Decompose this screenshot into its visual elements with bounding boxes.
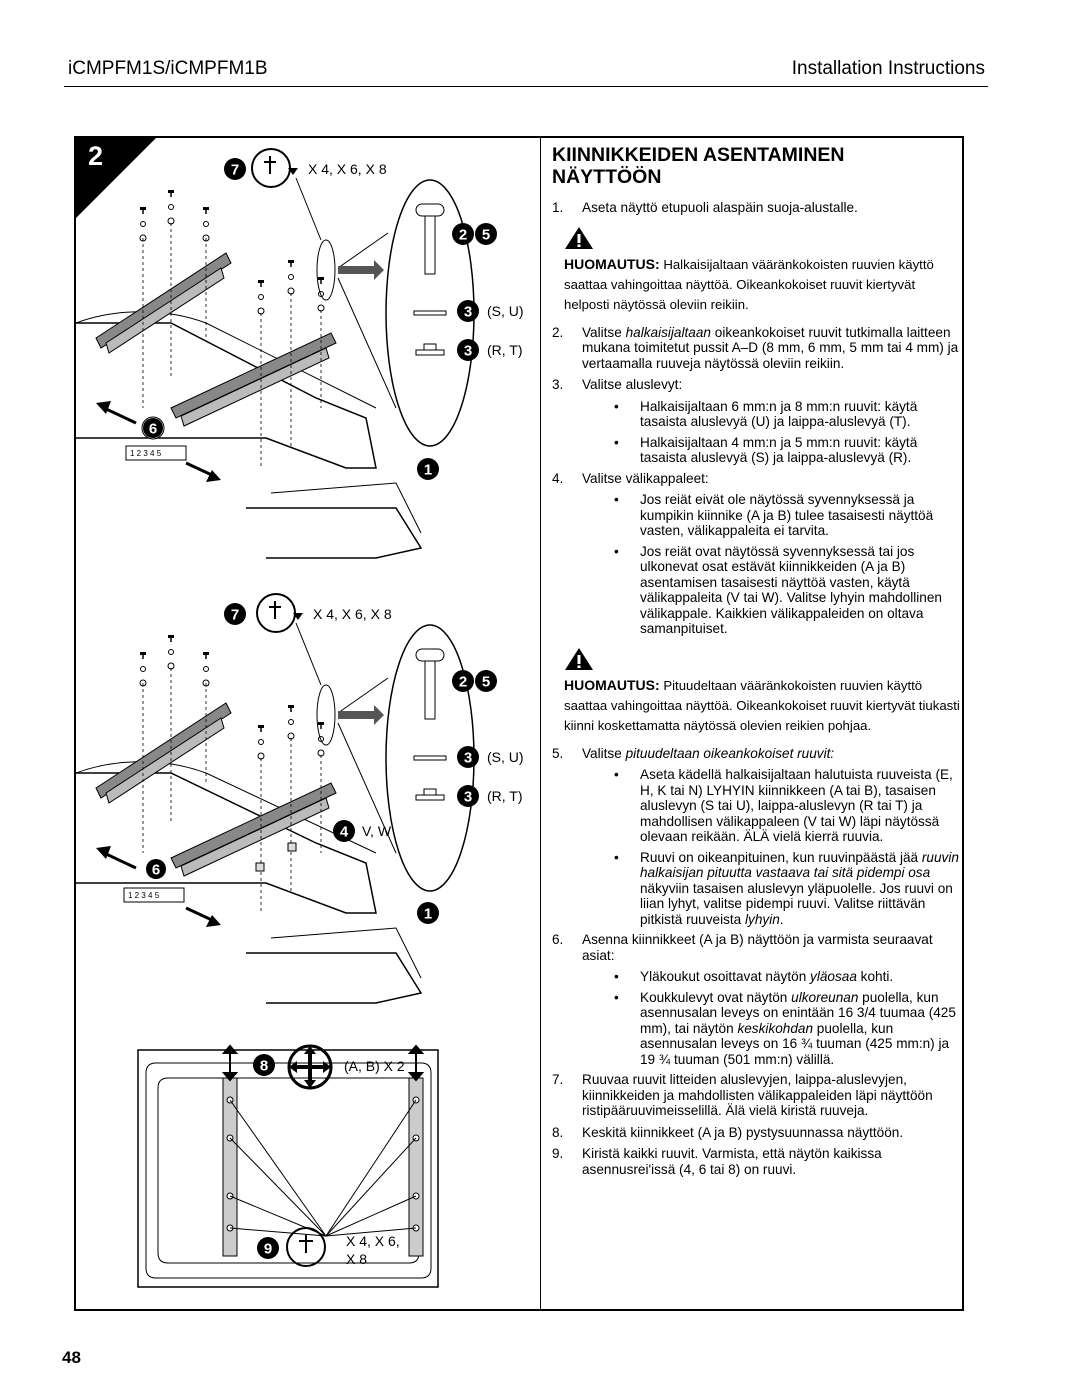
- top-panel-drawing: 1 2 3 4 5: [76, 148, 475, 559]
- instructions-column: KIINNIKKEIDEN ASENTAMINEN NÄYTTÖÖN 1.Ase…: [552, 144, 962, 1183]
- step-corner-triangle: [76, 138, 156, 218]
- ruler-label: 1 2 3 4 5: [130, 449, 162, 458]
- step-7: 7.Ruuvaa ruuvit litteiden aluslevyjen, l…: [552, 1072, 933, 1118]
- badge-1-middle: 1: [424, 906, 432, 923]
- badge-3b: 3: [464, 343, 472, 360]
- caution-diameter: HUOMAUTUS: Halkaisijaltaan vääränkokoist…: [564, 226, 962, 315]
- step-6-bullet-1: •Yläkoukut osoittavat näytön yläosaa koh…: [614, 969, 894, 984]
- badge-7: 7: [231, 162, 239, 179]
- header-rule: [64, 86, 988, 87]
- badge-9: 9: [264, 1241, 272, 1258]
- column-divider: [540, 136, 541, 1311]
- middle-panel-drawing: 1 2 3 4 5: [76, 593, 475, 1004]
- ruler-label-middle: 1 2 3 4 5: [128, 891, 160, 900]
- top-label-7: X 4, X 6, X 8: [308, 161, 387, 177]
- step-3: 3.Valitse aluslevyt:: [552, 377, 683, 392]
- badge-7-middle: 7: [231, 607, 239, 624]
- section-title: KIINNIKKEIDEN ASENTAMINEN NÄYTTÖÖN: [552, 144, 962, 188]
- bottom-panel-drawing: [137, 1044, 439, 1288]
- badge-8: 8: [260, 1058, 268, 1075]
- badge-2: 2: [459, 227, 467, 244]
- middle-label-4: V, W: [362, 823, 392, 839]
- middle-label-3b: (R, T): [487, 788, 523, 804]
- badge-4: 4: [340, 824, 349, 841]
- step-9: 9.Kiristä kaikki ruuvit. Varmista, että …: [552, 1146, 882, 1177]
- step-number: 2: [88, 141, 104, 171]
- step-6: 6.Asenna kiinnikkeet (A ja B) näyttöön j…: [552, 932, 933, 963]
- installation-illustration: 1 2 3 4 5 7 X 4, X 6, X 8 2 5 3 (S, U) 3…: [76, 148, 524, 1288]
- badge-3a-middle: 3: [464, 750, 472, 767]
- caution-body-1: Halkaisijaltaan vääränkokoisten ruuvien …: [564, 256, 934, 312]
- caution-length: HUOMAUTUS: Pituudeltaan vääränkokoisten …: [564, 647, 962, 736]
- middle-label-7: X 4, X 6, X 8: [313, 606, 392, 622]
- step-4-bullet-1: •Jos reiät eivät ole näytössä syvennykse…: [614, 492, 934, 538]
- warning-icon: [565, 647, 593, 670]
- top-label-3b: (R, T): [487, 342, 523, 358]
- warning-icon: [565, 226, 593, 249]
- badge-5: 5: [482, 227, 490, 244]
- step-5-bullet-2: •Ruuvi on oikeanpituinen, kun ruuvinpääs…: [614, 849, 959, 927]
- step-4-bullet-2: •Jos reiät ovat näytössä syvennyksessä t…: [614, 543, 942, 637]
- badge-1: 1: [424, 462, 432, 479]
- top-label-3a: (S, U): [487, 303, 524, 319]
- step-4: 4.Valitse välikappaleet:: [552, 470, 709, 486]
- badge-2-middle: 2: [459, 674, 467, 691]
- middle-label-3a: (S, U): [487, 749, 524, 765]
- bottom-label-9b: X 8: [346, 1251, 367, 1267]
- step-frame: [74, 136, 964, 1311]
- middle-callouts: 7 X 4, X 6, X 8 2 5 3 (S, U) 3 (R, T) 4 …: [146, 603, 524, 924]
- bottom-label-9a: X 4, X 6,: [346, 1233, 400, 1249]
- step-3-bullet-2: •Halkaisijaltaan 4 mm:n ja 5 mm:n ruuvit…: [614, 434, 918, 466]
- caution-head-1: HUOMAUTUS:: [564, 255, 660, 272]
- header-doc-type: Installation Instructions: [791, 58, 985, 79]
- step-5-bullet-1: •Aseta kädellä halkaisijaltaan halutuist…: [614, 767, 953, 844]
- step-1: 1.Aseta näyttö etupuoli alaspäin suoja-a…: [552, 200, 858, 215]
- badge-6-middle: 6: [152, 862, 160, 879]
- badge-3b-middle: 3: [464, 789, 472, 806]
- header-model: iCMPFM1S/iCMPFM1B: [68, 58, 268, 79]
- step-8: 8.Keskitä kiinnikkeet (A ja B) pystysuun…: [552, 1124, 904, 1140]
- bottom-label-8: (A, B) X 2: [344, 1058, 405, 1074]
- step-5: 5.Valitse pituudeltaan oikeankokoiset ru…: [552, 745, 835, 761]
- step-2: 2.Valitse halkaisijaltaan oikeankokoiset…: [552, 324, 959, 371]
- bottom-callouts: 8 (A, B) X 2 9 X 4, X 6, X 8: [253, 1054, 405, 1267]
- top-callouts: 7 X 4, X 6, X 8 2 5 3 (S, U) 3 (R, T) 6 …: [141, 158, 524, 480]
- caution-body-2: Pituudeltaan vääränkokoisten ruuvien käy…: [564, 677, 960, 733]
- section-title-line2: NÄYTTÖÖN: [552, 166, 662, 188]
- caution-head-2: HUOMAUTUS:: [564, 676, 660, 693]
- badge-3a: 3: [464, 304, 472, 321]
- page-number: 48: [62, 1348, 81, 1367]
- badge-6: 6: [149, 421, 157, 438]
- step-3-bullet-1: •Halkaisijaltaan 6 mm:n ja 8 mm:n ruuvit…: [614, 398, 918, 430]
- step-6-bullet-2: •Koukkulevyt ovat näytön ulkoreunan puol…: [614, 989, 956, 1067]
- section-title-line1: KIINNIKKEIDEN ASENTAMINEN: [552, 144, 845, 166]
- badge-5-middle: 5: [482, 674, 490, 691]
